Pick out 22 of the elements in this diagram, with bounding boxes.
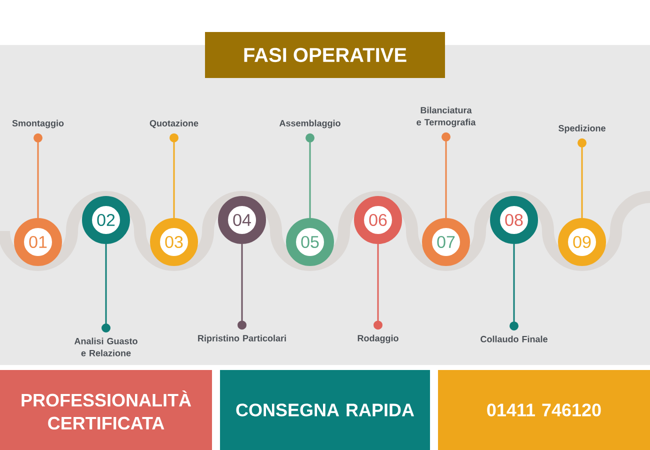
step-label: Rodaggio xyxy=(358,334,398,344)
pin-line xyxy=(374,244,382,330)
pin-line xyxy=(510,244,518,330)
info-box: 01411 746120 xyxy=(438,370,650,450)
info-box: CONSEGNA RAPIDA xyxy=(220,370,430,450)
step-label: Bilanciatura e Termografia xyxy=(416,106,476,128)
step-label: Assemblaggio xyxy=(279,120,340,128)
pin-line xyxy=(102,244,110,332)
step-label: Analisi Guasto e Relazione xyxy=(74,338,138,356)
step-label: Smontaggio xyxy=(12,120,64,128)
info-box: PROFESSIONALITÀ CERTIFICATA xyxy=(0,370,212,450)
title-banner: FASI OPERATIVE xyxy=(205,32,445,78)
step-label: Ripristino Particolari xyxy=(198,334,286,344)
step-label: Spedizione xyxy=(558,124,606,134)
pin-line xyxy=(578,138,586,218)
pin-line xyxy=(238,244,246,330)
step-label: Collaudo Finale xyxy=(480,336,548,342)
step-label: Quotazione xyxy=(150,120,198,128)
pin-line xyxy=(170,133,178,218)
pin-line xyxy=(306,133,314,218)
pin-line xyxy=(442,132,450,218)
pin-line xyxy=(34,133,42,218)
